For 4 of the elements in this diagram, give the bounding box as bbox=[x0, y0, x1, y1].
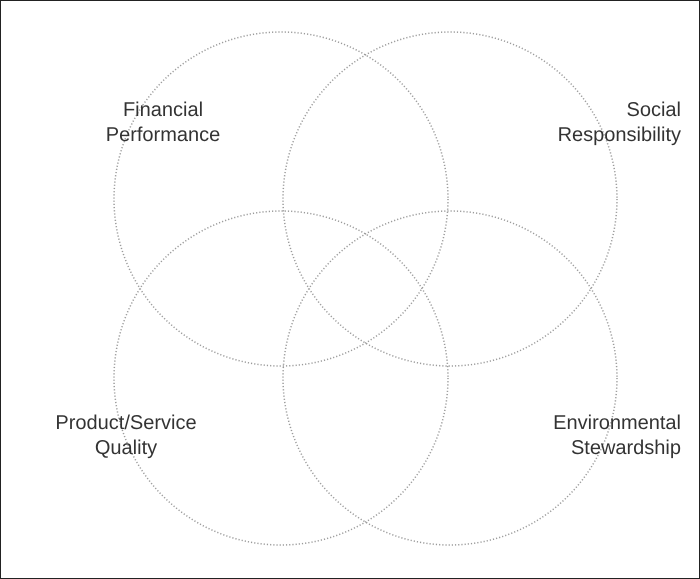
circle-label: Environmental Stewardship bbox=[552, 411, 681, 461]
circle-label: Social Responsibility bbox=[556, 98, 681, 148]
circle-label: Product/Service Quality bbox=[54, 411, 198, 461]
circle-label: Financial Performance bbox=[104, 98, 222, 148]
